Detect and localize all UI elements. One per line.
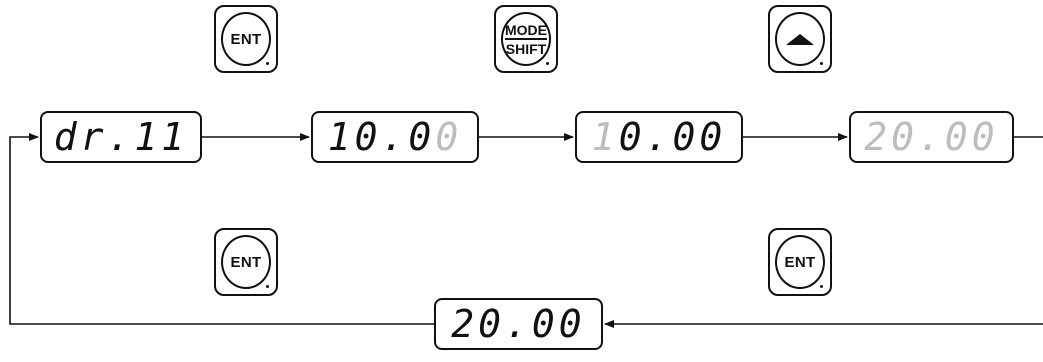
up-arrow-icon bbox=[786, 33, 814, 45]
ent-key-1-disc: ENT bbox=[221, 12, 271, 66]
ent-key-1-dot bbox=[266, 62, 269, 65]
mode-shift-key[interactable]: MODE SHIFT bbox=[494, 5, 558, 73]
ent-key-2-label: ENT bbox=[230, 253, 262, 271]
mode-shift-key-dot bbox=[546, 62, 549, 65]
up-key-dot bbox=[820, 62, 823, 65]
up-key-disc bbox=[775, 12, 825, 66]
shift-label: SHIFT bbox=[505, 40, 547, 57]
mode-shift-label: MODE SHIFT bbox=[505, 23, 547, 56]
display-5: 20.00 bbox=[434, 298, 603, 350]
ent-key-2-disc: ENT bbox=[221, 235, 271, 289]
ent-key-2-dot bbox=[266, 285, 269, 288]
ent-key-3-disc: ENT bbox=[775, 235, 825, 289]
mode-shift-key-disc: MODE SHIFT bbox=[501, 12, 551, 66]
ent-key-3-dot bbox=[820, 285, 823, 288]
display-4-dim: 20.00 bbox=[864, 115, 999, 159]
ent-key-3-label: ENT bbox=[784, 253, 816, 271]
ent-key-1-label: ENT bbox=[230, 30, 262, 48]
display-4: 20.00 bbox=[849, 111, 1014, 163]
display-5-active: 20.00 bbox=[451, 302, 586, 346]
display-1-active: dr.11 bbox=[53, 115, 189, 159]
display-3-dim: 1 bbox=[591, 115, 619, 159]
mode-label: MODE bbox=[505, 21, 547, 40]
ent-key-1[interactable]: ENT bbox=[214, 5, 278, 73]
display-2-active: 10.0 bbox=[327, 115, 436, 159]
loop-back-line bbox=[9, 133, 434, 325]
ent-key-3[interactable]: ENT bbox=[768, 228, 832, 296]
ent-key-2[interactable]: ENT bbox=[214, 228, 278, 296]
display-1: dr.11 bbox=[40, 111, 202, 163]
display-3-active: 0.00 bbox=[618, 115, 727, 159]
up-key[interactable] bbox=[768, 5, 832, 73]
display-2-dim: 0 bbox=[435, 115, 463, 159]
